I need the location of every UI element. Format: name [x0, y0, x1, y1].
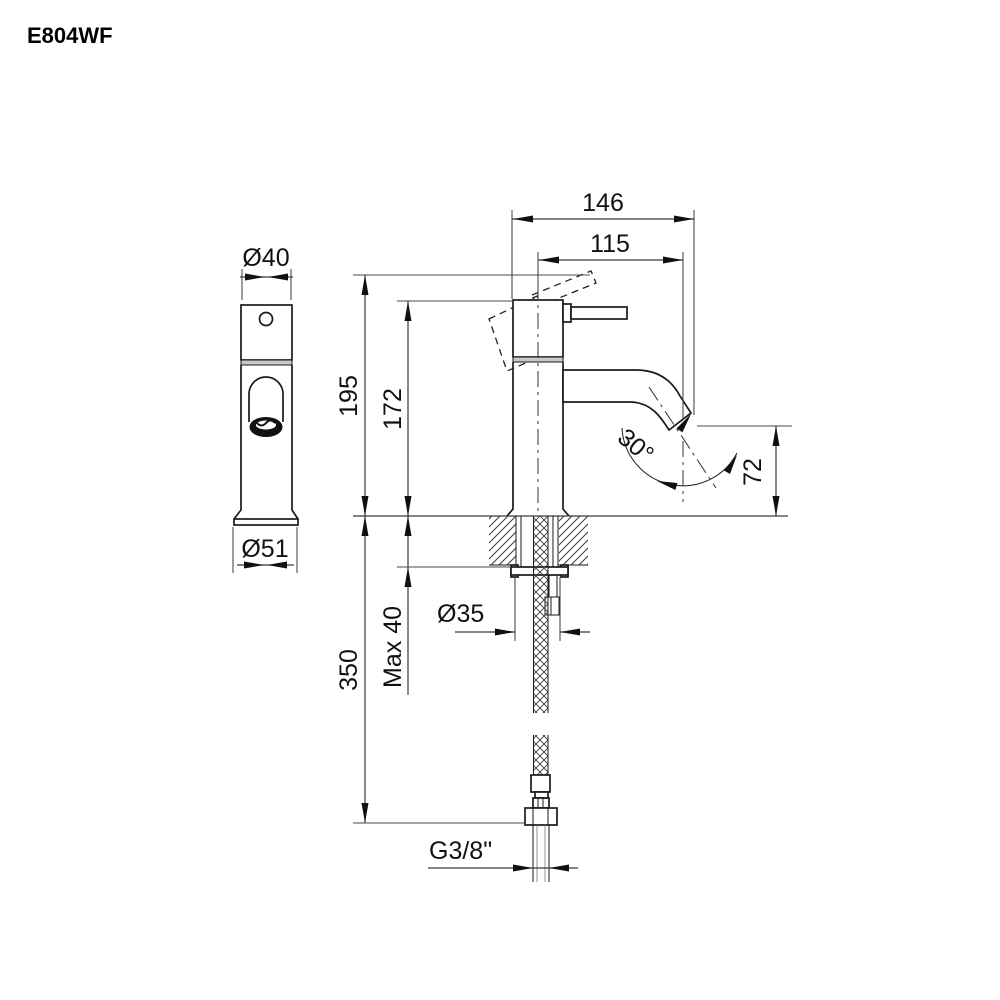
front-view: Ø40 Ø51 — [232, 244, 299, 573]
front-handle-block — [240, 304, 293, 361]
base-diameter-dimension: Ø51 — [241, 535, 288, 563]
outlet-height-dimension-group: 72 — [697, 425, 792, 516]
top-diameter-dimension: Ø40 — [242, 244, 289, 272]
lever-handle — [570, 306, 628, 320]
side-body-column — [506, 362, 570, 517]
shank-diameter-dimension: Ø35 — [437, 600, 484, 628]
front-base-ring — [240, 359, 293, 366]
shank-diameter-group: Ø35 — [437, 577, 590, 641]
supply-hose — [524, 516, 558, 882]
connector-nut — [524, 807, 558, 826]
top-dimensions: 146 115 — [511, 189, 695, 419]
front-spout-outline — [248, 376, 284, 422]
connector-tail — [532, 825, 550, 882]
connection-thread-dimension: G3/8" — [429, 837, 492, 865]
side-view: 30° — [488, 270, 738, 517]
thread-dimension-group: G3/8" — [428, 837, 578, 872]
front-base-plate — [233, 518, 299, 526]
body-height-dimension: 172 — [379, 388, 407, 430]
overall-depth-dimension: 146 — [582, 189, 624, 217]
hose-ferrule — [530, 774, 551, 793]
spout-reach-dimension: 115 — [590, 230, 630, 258]
spout-axis-arrow — [676, 414, 691, 433]
deck-hatch-left — [489, 516, 516, 565]
model-number: E804WF — [27, 23, 113, 48]
left-dimensions: 195 172 350 Max 40 — [335, 274, 590, 824]
front-handle-button — [258, 311, 274, 327]
threaded-shank — [515, 516, 559, 567]
deck-thickness-dimension: Max 40 — [379, 606, 407, 688]
hose-upper-segment — [533, 516, 548, 713]
deck-hatch-right — [559, 516, 588, 565]
front-body-column — [233, 365, 299, 520]
hose-lower-segment — [533, 735, 548, 775]
dia40-arrow-left — [245, 273, 265, 281]
outlet-height-dimension: 72 — [739, 458, 767, 486]
handle-height-dimension: 195 — [335, 375, 363, 417]
hose-collar — [532, 797, 550, 809]
spout-angle-dimension: 30° — [612, 423, 659, 469]
hose-length-dimension: 350 — [335, 649, 363, 691]
lever-hub — [562, 303, 572, 323]
mounting-deck — [353, 515, 788, 616]
spout — [562, 369, 693, 432]
spout-axis-centerline — [648, 386, 717, 489]
dia40-arrow-right — [268, 273, 288, 281]
